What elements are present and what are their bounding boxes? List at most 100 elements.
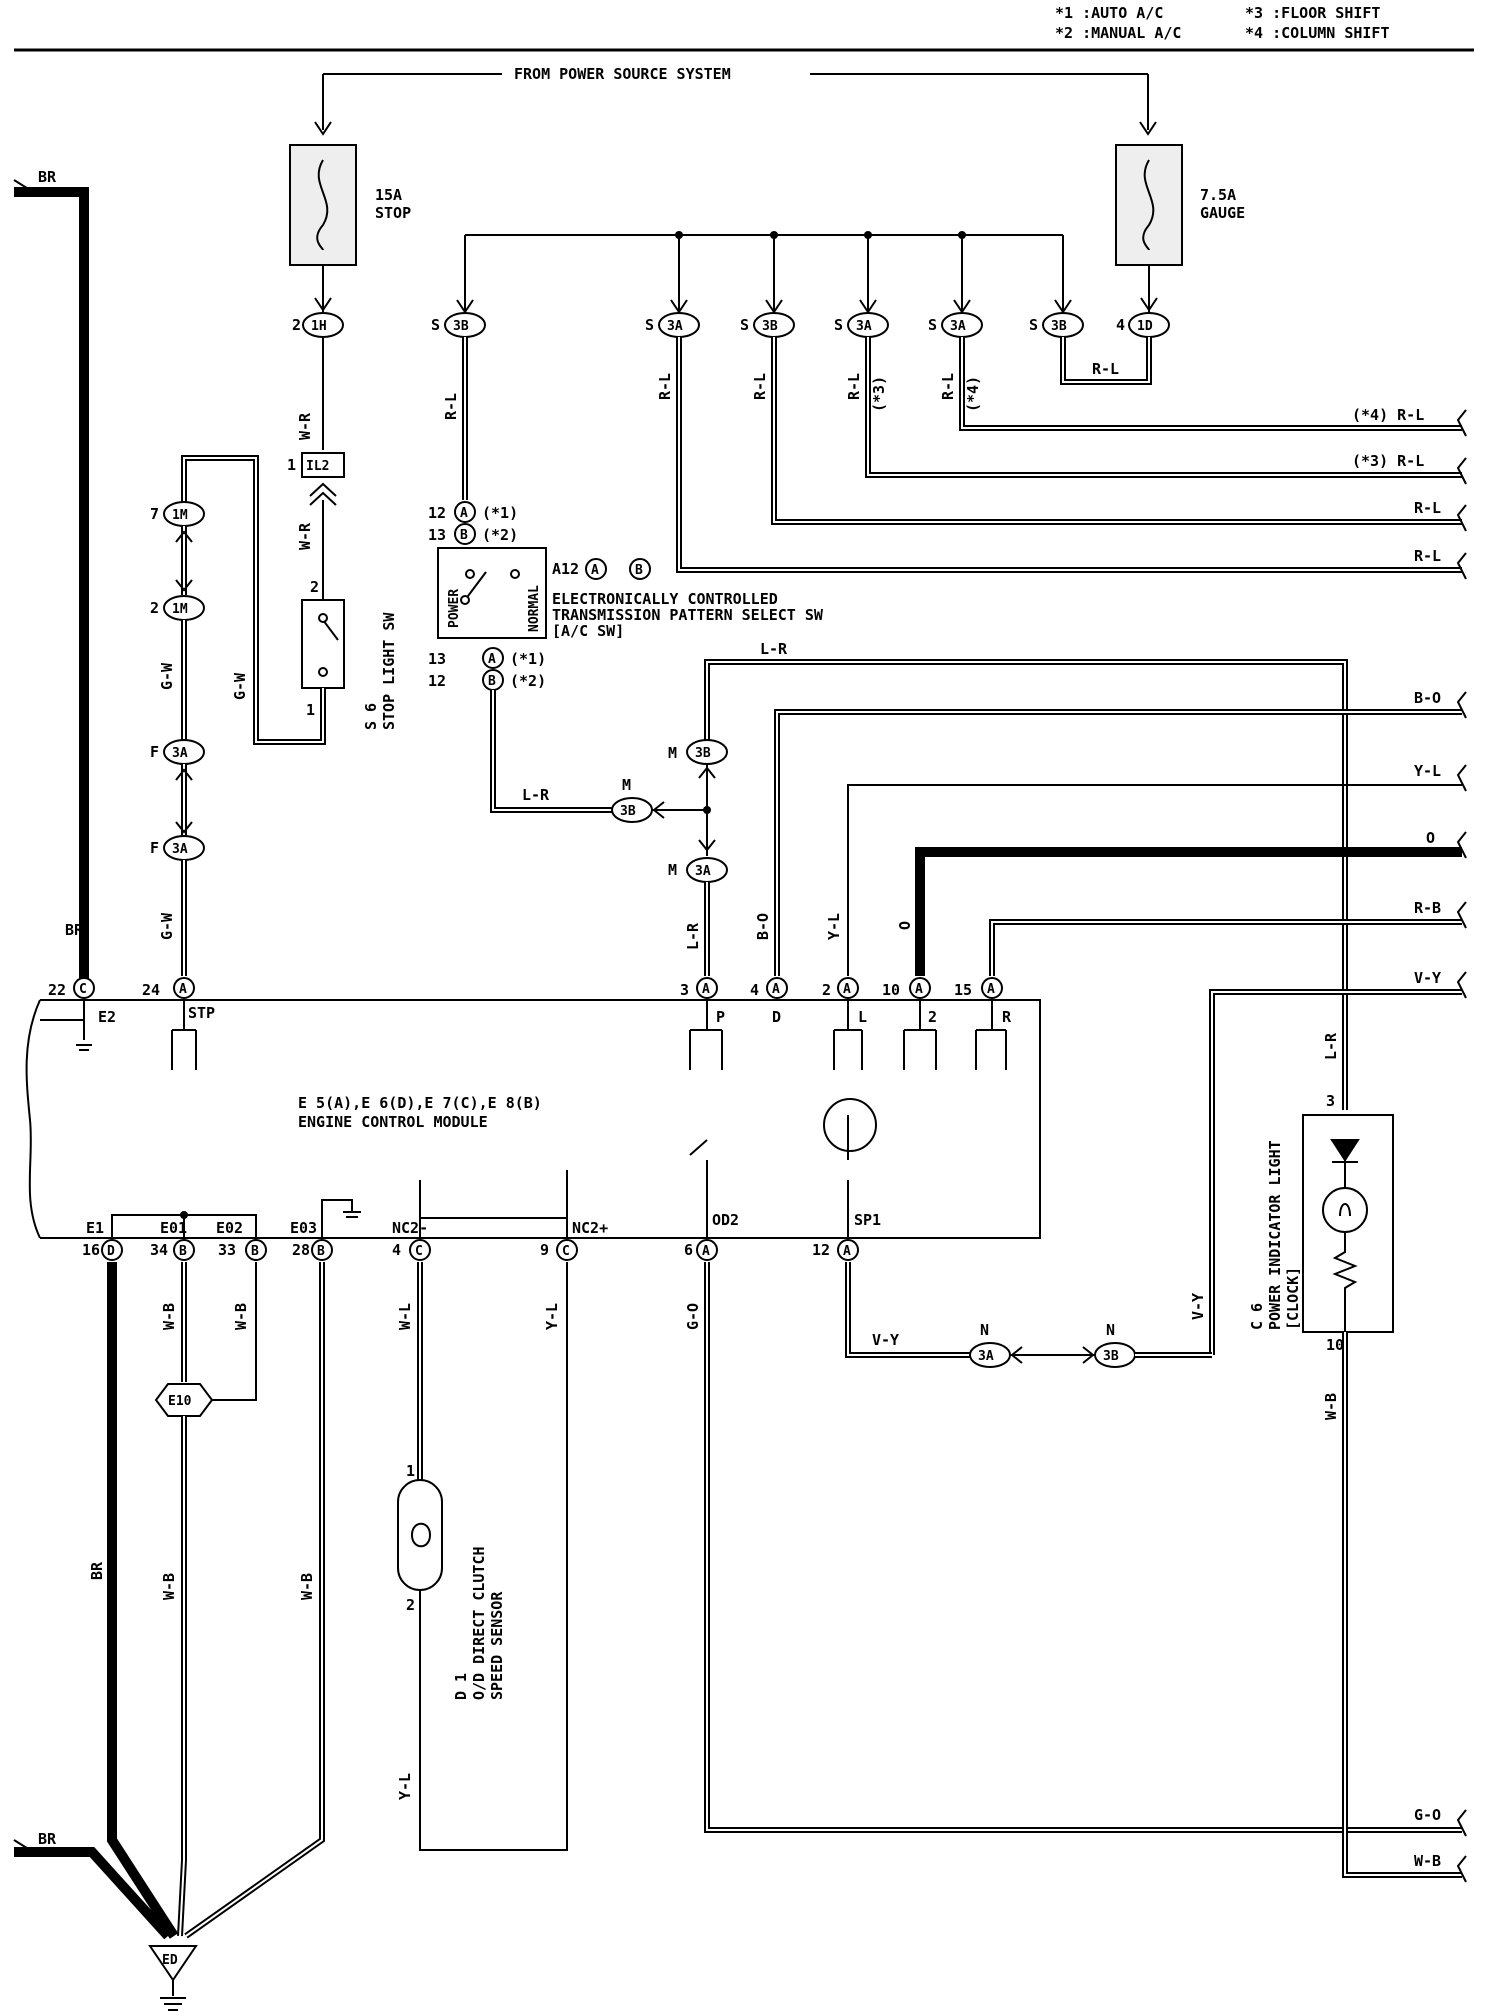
svg-text:R-L: R-L [845,373,863,400]
svg-text:B: B [251,1244,259,1259]
stop-light-switch: 2 1 S 6 STOP LIGHT SW [301,578,398,730]
svg-text:A: A [460,506,468,521]
svg-text:R-L: R-L [442,393,460,420]
svg-text:A: A [591,563,599,578]
svg-text:15: 15 [954,981,972,999]
svg-text:13: 13 [428,650,446,668]
svg-text:(*1): (*1) [482,504,518,522]
svg-text:V-Y: V-Y [1414,969,1441,987]
ecm-internal [111,1098,877,1238]
svg-text:12: 12 [428,504,446,522]
svg-text:1M: 1M [172,602,188,617]
svg-text:F: F [150,743,159,761]
power-source-label: FROM POWER SOURCE SYSTEM [514,65,731,83]
svg-text:7: 7 [150,505,159,523]
svg-text:A: A [179,982,187,997]
connector-1d: 4 1D [1116,312,1170,338]
svg-text:1D: 1D [1137,319,1153,334]
svg-text:W-R: W-R [296,412,314,440]
svg-text:STOP: STOP [375,204,411,222]
ground-wiring: BR W-B W-B E10 W-B W-B BR ED [13,1262,325,2011]
svg-text:E10: E10 [168,1394,192,1409]
svg-text:L-R: L-R [760,640,788,658]
svg-text:BR: BR [65,921,84,939]
svg-text:E2: E2 [98,1008,116,1026]
svg-text:(*3) R-L: (*3) R-L [1352,452,1424,470]
power-indicator-light: 3 10 C 6 POWER INDICATOR LIGHT [CLOCK] [1248,1092,1394,1354]
svg-text:P: P [716,1008,725,1026]
connector-1h: 2 1H [292,312,344,338]
svg-text:G-W: G-W [231,672,249,700]
fuse-gauge: 7.5A GAUGE [1115,144,1245,266]
svg-text:F: F [150,839,159,857]
svg-text:R-L: R-L [1414,547,1441,565]
svg-text:[CLOCK]: [CLOCK] [1284,1267,1302,1330]
svg-text:3: 3 [680,981,689,999]
rl-bus [456,231,1072,314]
legend-note-2: *2 :MANUAL A/C [1055,24,1181,42]
svg-text:3A: 3A [667,319,683,334]
svg-text:12: 12 [812,1241,830,1259]
svg-text:GAUGE: GAUGE [1200,204,1245,222]
svg-text:10: 10 [1326,1336,1344,1354]
svg-text:15A: 15A [375,186,402,204]
svg-text:34: 34 [150,1241,168,1259]
svg-text:R-L: R-L [656,373,674,400]
svg-text:NORMAL: NORMAL [527,585,542,632]
svg-text:(*4): (*4) [964,376,982,412]
legend: *1 :AUTO A/C *2 :MANUAL A/C *3 :FLOOR SH… [1055,4,1390,42]
svg-text:2: 2 [928,1008,937,1026]
svg-text:B: B [317,1244,325,1259]
connector-n-3b: N 3B [1094,1321,1136,1368]
connector-f-3a-1: F 3A [150,739,205,765]
svg-text:1: 1 [306,701,315,719]
speed-sensor: 1 2 D 1 O/D DIRECT CLUTCH SPEED SENSOR [397,1462,506,1700]
svg-text:A: A [488,652,496,667]
right-side-wires: B-O B-O Y-L Y-L O O R-B V-Y [754,689,1467,1355]
svg-text:S: S [431,316,440,334]
svg-text:G-O: G-O [1414,1806,1441,1824]
svg-text:W-B: W-B [1322,1393,1340,1420]
svg-text:Y-L: Y-L [825,913,843,940]
svg-text:STP: STP [188,1004,215,1022]
svg-text:POWER: POWER [447,589,462,628]
svg-text:W-B: W-B [298,1573,316,1600]
svg-text:(*3): (*3) [870,376,888,412]
legend-note-3: *3 :FLOOR SHIFT [1245,4,1380,22]
svg-text:O/D DIRECT CLUTCH: O/D DIRECT CLUTCH [470,1546,488,1700]
svg-text:BR: BR [38,1830,57,1848]
svg-text:7.5A: 7.5A [1200,186,1236,204]
pattern-select-switch: 12 A (*1) 13 B (*2) POWER NORMAL A12 A B… [428,501,824,691]
legend-note-4: *4 :COLUMN SHIFT [1245,24,1390,42]
svg-text:2: 2 [406,1596,415,1614]
svg-text:G-W: G-W [158,662,176,690]
svg-text:D: D [772,1008,781,1026]
svg-text:1M: 1M [172,508,188,523]
connector-f-3a-2: F 3A [150,835,205,861]
svg-text:16: 16 [82,1241,100,1259]
svg-text:A: A [772,982,780,997]
svg-text:R-L: R-L [939,373,957,400]
svg-text:B: B [179,1244,187,1259]
svg-text:S: S [645,316,654,334]
svg-text:10: 10 [882,981,900,999]
svg-text:A: A [915,982,923,997]
engine-control-module: E 5(A),E 6(D),E 7(C),E 8(B) ENGINE CONTR… [25,999,1041,1239]
svg-text:ELECTRONICALLY CONTROLLED: ELECTRONICALLY CONTROLLED [552,590,778,608]
svg-text:S: S [834,316,843,334]
connector-1m-7: 7 1M [150,501,205,527]
svg-text:SPEED SENSOR: SPEED SENSOR [488,1591,506,1700]
svg-text:M: M [668,861,677,879]
svg-text:V-Y: V-Y [872,1331,899,1349]
svg-text:2: 2 [150,599,159,617]
svg-text:O: O [1426,829,1435,847]
svg-text:L-R: L-R [1322,1032,1340,1060]
svg-text:3A: 3A [856,319,872,334]
svg-text:E01: E01 [160,1219,187,1237]
svg-text:R-L: R-L [1092,360,1119,378]
svg-text:POWER INDICATOR LIGHT: POWER INDICATOR LIGHT [1266,1140,1284,1330]
svg-text:Y-L: Y-L [543,1303,561,1330]
svg-text:D: D [107,1244,115,1259]
svg-text:OD2: OD2 [712,1211,739,1229]
svg-text:S: S [740,316,749,334]
